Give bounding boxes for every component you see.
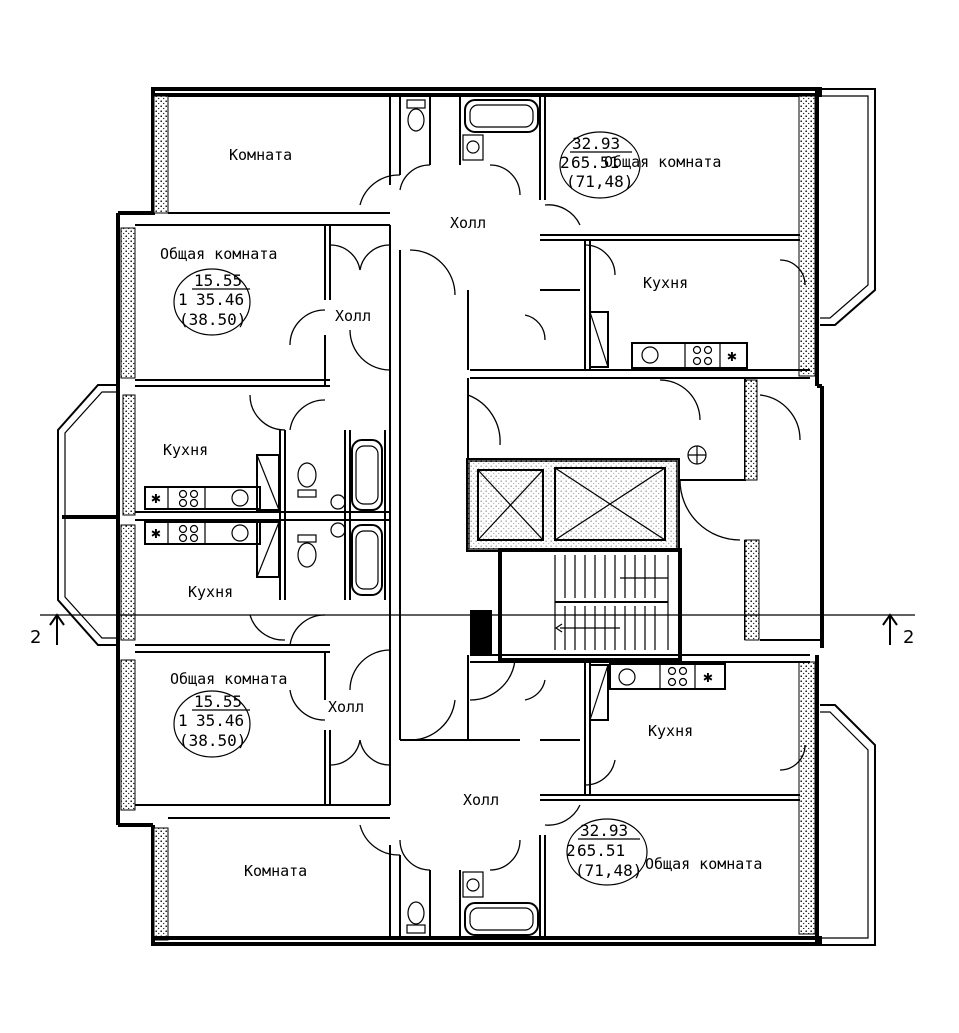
gross-area: (38.50)	[179, 310, 246, 329]
room-label: Кухня	[648, 722, 693, 740]
sink-icon	[462, 871, 484, 898]
building-core	[466, 377, 822, 662]
room-count: 1	[178, 290, 188, 309]
total-area: 35.46	[196, 290, 244, 309]
room-label: Холл	[328, 698, 364, 716]
wc-icon	[297, 462, 317, 498]
wc-icon	[406, 901, 426, 934]
gross-area: (71,48)	[575, 861, 642, 880]
sink-icon	[462, 134, 484, 161]
room-label: Общая комната	[170, 670, 287, 688]
stove-icon: ✱	[144, 486, 261, 510]
room-count: 2	[560, 153, 570, 172]
living-area: 15.55	[194, 692, 242, 711]
room-count: 2	[566, 841, 576, 860]
apartment-badge-bottom-right: 32.93 2 65.51 (71,48)	[566, 818, 648, 886]
room-label: Общая комната	[645, 855, 762, 873]
svg-text:✱: ✱	[151, 523, 161, 542]
living-area: 15.55	[194, 271, 242, 290]
sink-icon	[330, 494, 346, 538]
room-label: Комната	[229, 146, 292, 164]
room-label: Общая комната	[160, 245, 277, 263]
elevator-icon	[477, 469, 544, 541]
bathtub-icon	[464, 99, 539, 133]
total-area: 65.51	[577, 841, 625, 860]
room-label: Кухня	[643, 274, 688, 292]
room-label: Комната	[244, 862, 307, 880]
svg-text:✱: ✱	[727, 346, 737, 365]
svg-text:✱: ✱	[151, 488, 161, 507]
total-area: 65.51	[571, 153, 619, 172]
fixtures: ✱ ✱ ✱ ✱	[144, 99, 748, 936]
stairs-icon	[554, 555, 669, 650]
section-mark-left: 2	[30, 627, 41, 648]
apartment-badge-top-left: 15.55 1 35.46 (38.50)	[173, 268, 251, 336]
bathtub-icon	[351, 439, 383, 511]
stove-icon: ✱	[144, 521, 261, 545]
elevator-icon	[554, 467, 666, 541]
room-count: 1	[178, 711, 188, 730]
living-area: 32.93	[572, 134, 620, 153]
room-label: Кухня	[188, 583, 233, 601]
balconies	[57, 88, 876, 946]
exterior-walls	[116, 87, 824, 946]
section-line: 2 2	[30, 613, 915, 648]
apartment-badge-bottom-left: 15.55 1 35.46 (38.50)	[173, 690, 251, 758]
wc-icon	[297, 534, 317, 568]
total-area: 35.46	[196, 711, 244, 730]
room-label: Холл	[335, 307, 371, 325]
section-arrow-icon	[49, 613, 65, 645]
stove-icon: ✱	[631, 342, 748, 369]
room-label: Холл	[463, 791, 499, 809]
room-label: Общая комната	[604, 153, 721, 171]
svg-text:✱: ✱	[703, 667, 713, 686]
apartment-badge-top-right: 32.93 2 65.51 (71,48)	[559, 131, 641, 199]
section-mark-right: 2	[903, 627, 914, 648]
room-label: Кухня	[163, 441, 208, 459]
bathtub-icon	[351, 524, 383, 596]
gross-area: (38.50)	[179, 731, 246, 750]
room-labels: Комната Общая комната Холл Кухня Общая к…	[160, 146, 762, 880]
doors	[249, 164, 806, 871]
section-arrow-icon	[882, 613, 898, 645]
living-area: 32.93	[580, 821, 628, 840]
room-label: Холл	[450, 214, 486, 232]
gross-area: (71,48)	[566, 172, 633, 191]
bathtub-icon	[464, 902, 539, 936]
wc-icon	[406, 99, 426, 132]
stove-icon: ✱	[609, 663, 726, 690]
